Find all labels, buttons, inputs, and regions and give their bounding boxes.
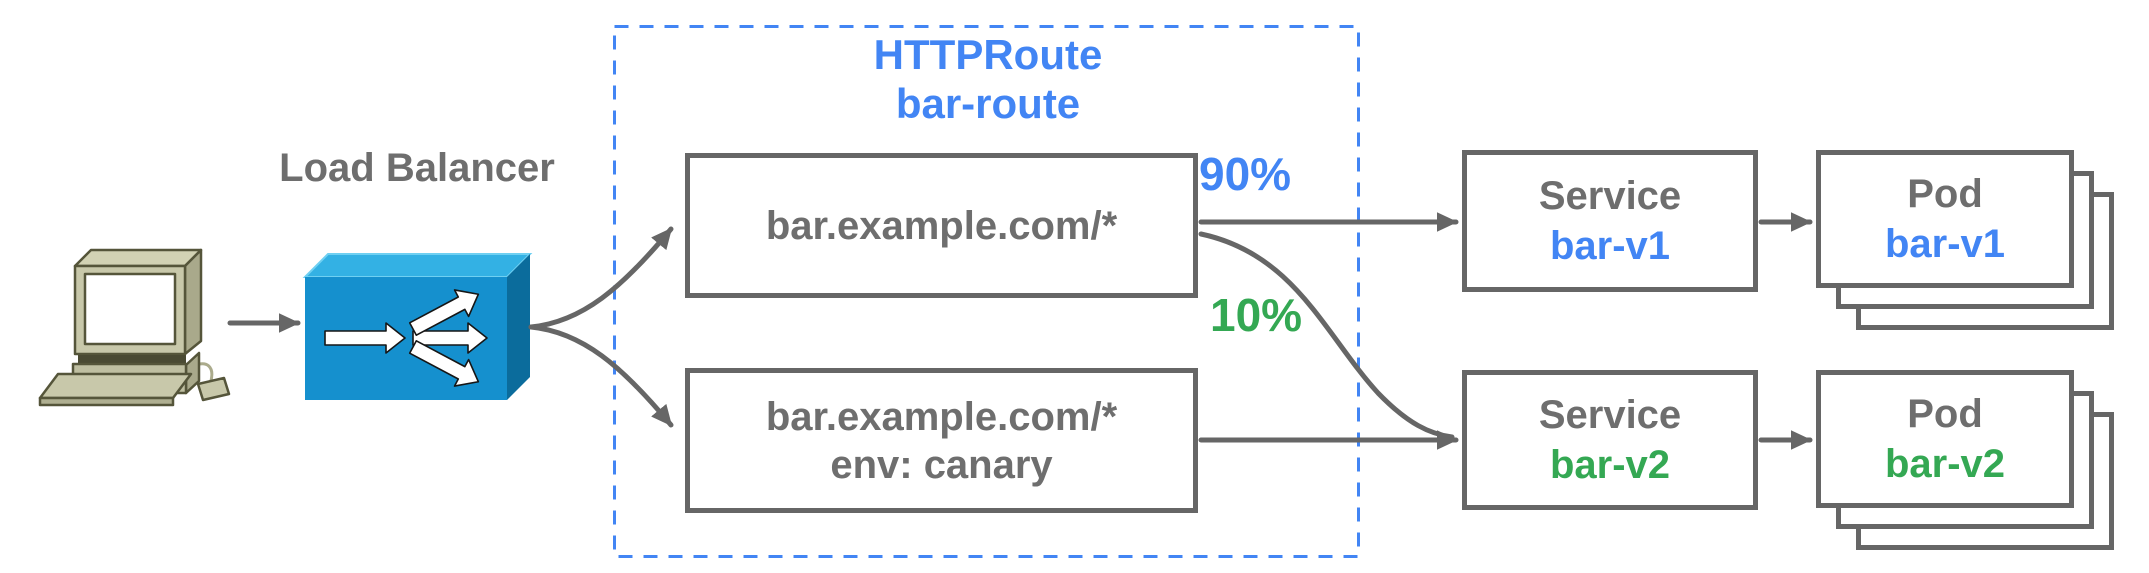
httproute-boundary: [613, 25, 1360, 558]
pod-stack-bar-v2: Pod bar-v2: [1816, 370, 2116, 556]
service-bar-v1: Service bar-v1: [1462, 150, 1758, 292]
pod-kind: Pod: [1907, 172, 1983, 216]
route-rule-primary: bar.example.com/*: [685, 153, 1198, 298]
route-rule-header-match: env: canary: [830, 442, 1053, 487]
service-name: bar-v1: [1549, 224, 1671, 268]
rule1-to-service-v2-curve: [1198, 231, 1455, 440]
computer-icon: [38, 248, 231, 407]
route-rule-match: bar.example.com/*: [765, 203, 1118, 248]
pod-kind: Pod: [1907, 392, 1983, 436]
weight-label-90: 90%: [1199, 148, 1292, 200]
pod-name: bar-v2: [1884, 442, 2006, 486]
service-kind: Service: [1538, 174, 1682, 218]
pod-stack-bar-v1: Pod bar-v1: [1816, 150, 2116, 336]
load-balancer-icon: [302, 253, 533, 400]
httproute-title: HTTPRoute bar-route: [790, 30, 1186, 128]
pod-bar-v2: Pod bar-v2: [1816, 370, 2074, 508]
weight-label-10: 10%: [1210, 289, 1303, 341]
service-name: bar-v2: [1549, 443, 1671, 487]
pod-name: bar-v1: [1884, 222, 2006, 266]
httproute-kind: HTTPRoute: [873, 31, 1103, 78]
lb-to-rule1-arrow: [528, 226, 674, 330]
load-balancer-label: Load Balancer: [279, 146, 555, 190]
route-rule-canary: bar.example.com/* env: canary: [685, 368, 1198, 513]
route-rule-match: bar.example.com/*: [765, 394, 1118, 439]
service-kind: Service: [1538, 393, 1682, 437]
pod-bar-v1: Pod bar-v1: [1816, 150, 2074, 288]
lb-to-rule2-arrow: [528, 324, 674, 428]
httproute-name: bar-route: [895, 80, 1081, 127]
service-bar-v2: Service bar-v2: [1462, 370, 1758, 510]
